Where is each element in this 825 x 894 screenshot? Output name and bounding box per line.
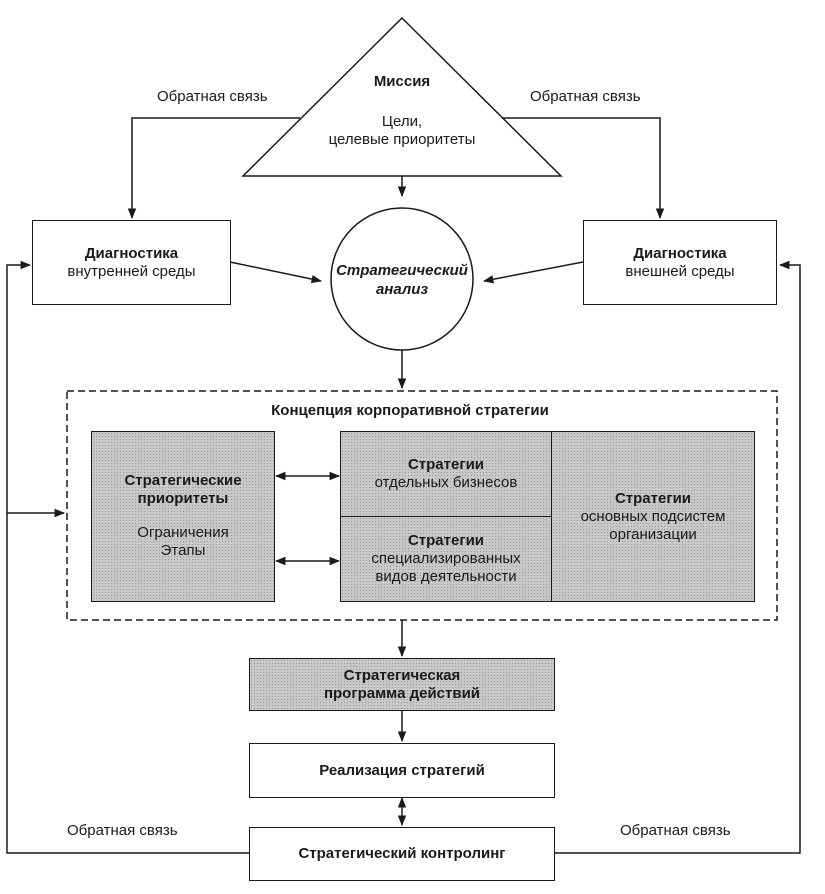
business-strategies-title: Стратегии xyxy=(407,456,485,473)
action-program-line2: программа действий xyxy=(323,684,481,702)
analysis-line2: анализ xyxy=(375,281,429,298)
feedback-loop-left xyxy=(6,260,249,854)
subsystem-strategies-box: Стратегии основных подсистем организации xyxy=(551,431,755,602)
feedback-arrow-top-right xyxy=(502,117,665,220)
priorities-constraints: Ограничения xyxy=(137,524,229,541)
specialized-strategies-line2: видов деятельности xyxy=(375,568,517,585)
internal-diagnostics-title: Диагностика xyxy=(84,244,179,262)
specialized-strategies-title: Стратегии xyxy=(407,532,485,549)
subsystem-strategies-line2: организации xyxy=(609,525,697,543)
internal-diagnostics-subtitle: внутренней среды xyxy=(67,262,196,280)
business-strategies-subtitle: отдельных бизнесов xyxy=(374,474,518,491)
feedback-loop-right xyxy=(555,260,801,854)
mission-goals-line1: Цели, xyxy=(381,113,423,130)
implementation-label: Реализация стратегий xyxy=(319,761,485,779)
internal-diagnostics-box: Диагностика внутренней среды xyxy=(32,220,231,305)
subsystem-strategies-line1: основных подсистем xyxy=(580,507,726,525)
mission-title: Миссия xyxy=(373,73,431,90)
business-strategies-box: Стратегии отдельных бизнесов xyxy=(340,431,552,517)
controlling-box: Стратегический контролинг xyxy=(249,827,555,881)
priorities-stages: Этапы xyxy=(160,542,206,559)
feedback-label-bottom-right: Обратная связь xyxy=(620,822,731,839)
priorities-title-line2: приоритеты xyxy=(137,490,229,507)
mission-goals-line2: целевые приоритеты xyxy=(328,131,476,148)
external-diagnostics-subtitle: внешней среды xyxy=(625,262,735,280)
analysis-line1: Стратегический xyxy=(336,262,468,279)
external-to-analysis-arrow xyxy=(482,261,584,284)
specialized-strategies-box: Стратегии специализированных видов деяте… xyxy=(340,516,552,602)
strategic-priorities-box: Стратегические приоритеты Ограничения Эт… xyxy=(91,431,275,602)
concept-title: Концепция корпоративной стратегии xyxy=(271,402,549,419)
external-diagnostics-title: Диагностика xyxy=(633,244,727,262)
feedback-label-top-right: Обратная связь xyxy=(530,88,641,105)
action-program-box: Стратегическая программа действий xyxy=(249,658,555,711)
priorities-title-line1: Стратегические xyxy=(124,472,242,489)
feedback-label-top-left: Обратная связь xyxy=(157,88,268,105)
specialized-strategies-line1: специализированных xyxy=(371,550,521,567)
implementation-box: Реализация стратегий xyxy=(249,743,555,798)
concept-frame xyxy=(66,390,778,621)
feedback-arrow-top-left xyxy=(127,117,300,220)
feedback-label-bottom-left: Обратная связь xyxy=(67,822,178,839)
external-diagnostics-box: Диагностика внешней среды xyxy=(583,220,777,305)
subsystem-strategies-title: Стратегии xyxy=(614,489,692,507)
controlling-label: Стратегический контролинг xyxy=(298,845,506,862)
internal-to-analysis-arrow xyxy=(229,261,323,284)
mission-triangle xyxy=(241,16,563,177)
action-program-line1: Стратегическая xyxy=(343,666,461,684)
